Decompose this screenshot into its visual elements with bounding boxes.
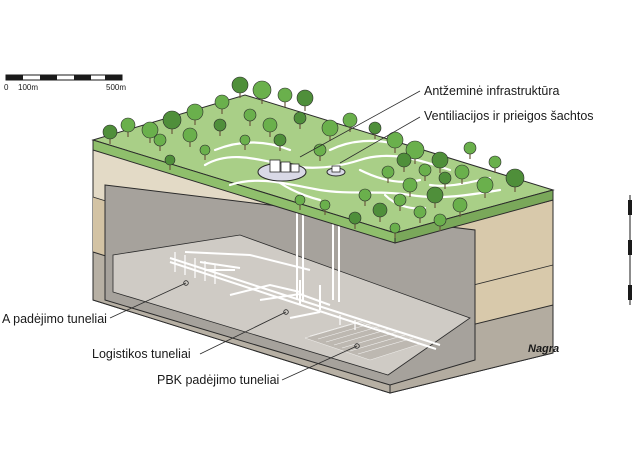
scale-bar: [5, 74, 123, 81]
scale-label-500m: 500m: [106, 83, 127, 92]
tree: [402, 177, 418, 193]
tree: [452, 197, 468, 213]
tree: [372, 202, 388, 218]
depth-scale-fragment: [628, 195, 632, 305]
surface-buildings: [269, 159, 300, 173]
tree: [348, 211, 362, 225]
tree: [277, 87, 293, 103]
tree: [319, 199, 331, 211]
tree: [433, 213, 447, 227]
tree: [413, 205, 427, 219]
tree: [321, 119, 339, 137]
tree: [438, 171, 452, 185]
tree: [313, 143, 327, 157]
leader-dots: [183, 280, 360, 349]
label-pbk-tunnels: PBK padėjimo tuneliai: [157, 373, 280, 387]
tree: [463, 141, 477, 155]
tree: [358, 188, 372, 202]
tree: [252, 80, 272, 100]
tree: [182, 127, 198, 143]
label-a-tunnels: A padėjimo tuneliai: [2, 312, 107, 326]
tree: [454, 164, 470, 180]
tree: [243, 108, 257, 122]
tree: [262, 117, 278, 133]
credit-nagra: Nagra: [528, 343, 560, 355]
tree: [393, 193, 407, 207]
tree: [405, 140, 425, 160]
tree: [273, 133, 287, 147]
grass-right-edge: [394, 189, 554, 244]
tree: [476, 176, 494, 194]
scale-label-100m: 100m: [18, 83, 39, 92]
tree: [368, 121, 382, 135]
tree: [141, 121, 159, 139]
tree: [239, 134, 251, 146]
tree: [186, 103, 204, 121]
tree: [153, 133, 167, 147]
tree: [231, 76, 249, 94]
tree: [389, 222, 401, 234]
tree: [102, 124, 118, 140]
tree: [120, 117, 136, 133]
tree: [505, 168, 525, 188]
leader-lines: [109, 90, 421, 381]
tree: [418, 163, 432, 177]
tree: [294, 194, 306, 206]
tree: [488, 155, 502, 169]
tree: [199, 144, 211, 156]
tree: [342, 112, 358, 128]
trees: [102, 76, 525, 238]
tree: [396, 152, 412, 168]
tree: [296, 89, 314, 107]
tree: [293, 111, 307, 125]
logistics-tunnel-network: [169, 251, 441, 350]
tree: [386, 131, 404, 149]
tree: [214, 94, 230, 110]
tree: [381, 165, 395, 179]
tree: [213, 118, 227, 132]
a-tunnel-branches: [174, 252, 356, 330]
tree: [164, 154, 176, 166]
tree: [162, 110, 182, 130]
scale-label-0: 0: [4, 83, 9, 92]
tree: [426, 186, 444, 204]
tree: [431, 151, 449, 169]
label-shafts: Ventiliacijos ir prieigos šachtos: [424, 109, 594, 123]
label-surface-infrastructure: Antžeminė infrastruktūra: [424, 84, 560, 98]
label-logistics-tunnels: Logistikos tuneliai: [92, 347, 191, 361]
